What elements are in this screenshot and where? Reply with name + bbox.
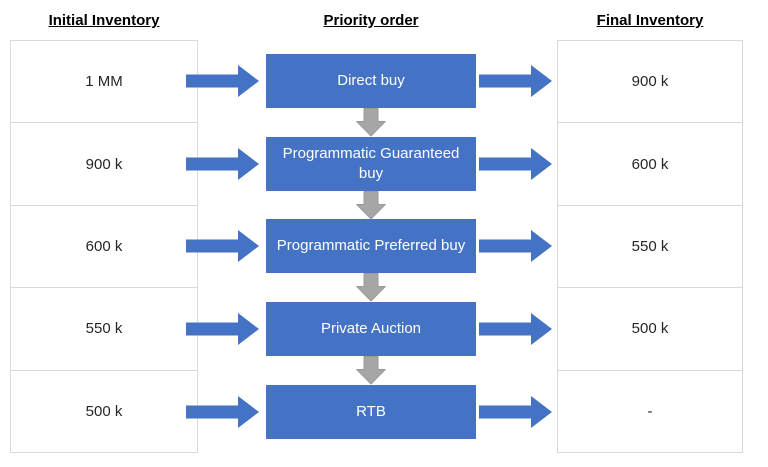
flow-arrow-right-icon (186, 147, 260, 181)
flow-arrow-right-icon (479, 64, 553, 98)
step-label: Programmatic Preferred buy (276, 237, 466, 254)
priority-order-header: Priority order (323, 12, 419, 29)
step-box-rtb: RTB (266, 385, 476, 439)
initial-inventory-cell-1: 1 MM (11, 41, 197, 124)
step-box-programmatic-guaranteed-buy: Programmatic Guaranteed buy (266, 137, 476, 191)
final-inventory-table: 900 k 600 k 550 k 500 k - (557, 40, 743, 453)
flow-arrow-right-icon (479, 312, 553, 346)
final-inventory-cell-5: - (647, 402, 653, 420)
flow-arrow-right-icon (186, 64, 260, 98)
final-inventory-cell-4: 500 k (558, 288, 742, 371)
flow-arrow-right-icon (479, 395, 553, 429)
final-inventory-cell-3: 550 k (558, 206, 742, 289)
step-label: RTB (356, 403, 386, 420)
initial-inventory-header: Initial Inventory (48, 12, 160, 29)
step-box-private-auction: Private Auction (266, 302, 476, 356)
final-inventory-cell-2: 600 k (558, 123, 742, 206)
final-inventory-cell-1: 900 k (558, 41, 742, 124)
flow-arrow-down-icon (356, 191, 386, 220)
flow-arrow-right-icon (479, 229, 553, 263)
flow-arrow-right-icon (479, 147, 553, 181)
flow-arrow-right-icon (186, 312, 260, 346)
flow-arrow-down-icon (356, 108, 386, 137)
step-label: Private Auction (320, 320, 422, 337)
flow-arrow-down-icon (356, 273, 386, 302)
step-label: Programmatic Guaranteed buy (282, 145, 460, 182)
flow-arrow-down-icon (356, 356, 386, 385)
initial-inventory-table: 1 MM 900 k 600 k 550 k 500 k (10, 40, 198, 453)
flow-arrow-right-icon (186, 229, 260, 263)
initial-inventory-cell-3: 600 k (11, 206, 197, 289)
step-box-programmatic-preferred-buy: Programmatic Preferred buy (266, 219, 476, 273)
step-label: Direct buy (337, 72, 405, 89)
flow-arrow-right-icon (186, 395, 260, 429)
initial-inventory-cell-2: 900 k (11, 123, 197, 206)
initial-inventory-cell-4: 550 k (11, 288, 197, 371)
step-box-direct-buy: Direct buy (266, 54, 476, 108)
final-inventory-header: Final Inventory (596, 12, 704, 29)
initial-inventory-cell-5: 500 k (85, 402, 123, 420)
